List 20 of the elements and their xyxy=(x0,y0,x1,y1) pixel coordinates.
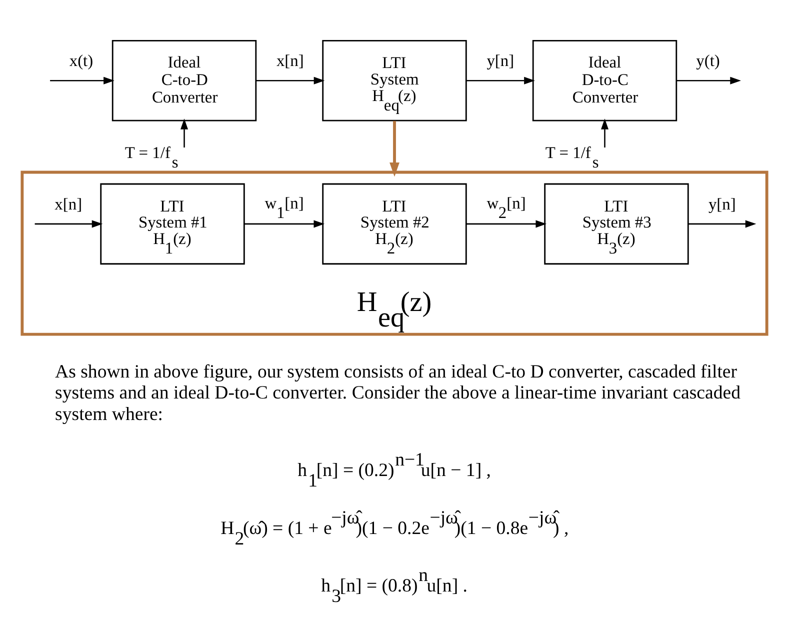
edge-label: x[n] xyxy=(54,194,82,213)
edge-label: x(t) xyxy=(69,50,94,70)
edge-label: x[n] xyxy=(276,50,304,70)
label: As shown in above figure, our system consists of an ideal C-to D converter, cascaded filter systems and an ideal D-to-C converter. Consider the above a linear-time invariant cascaded system where: xyxy=(55,361,740,424)
arrow xyxy=(50,76,114,84)
arrow xyxy=(600,118,609,147)
arrow xyxy=(390,120,400,176)
arrow xyxy=(244,220,325,228)
arrow xyxy=(180,118,188,147)
edge-label: y[n] xyxy=(486,50,514,70)
arrow xyxy=(676,76,741,84)
arrow xyxy=(256,76,325,84)
arrow xyxy=(34,220,103,228)
edge-label: y(t) xyxy=(696,50,720,70)
arrow xyxy=(688,220,756,228)
edge-label: y[n] xyxy=(708,194,736,213)
node-box: Ideal C-to-D Converter xyxy=(112,40,257,121)
node-box: Ideal D-to-C Converter xyxy=(532,40,678,121)
arrow xyxy=(466,220,547,228)
arrow xyxy=(466,76,535,84)
